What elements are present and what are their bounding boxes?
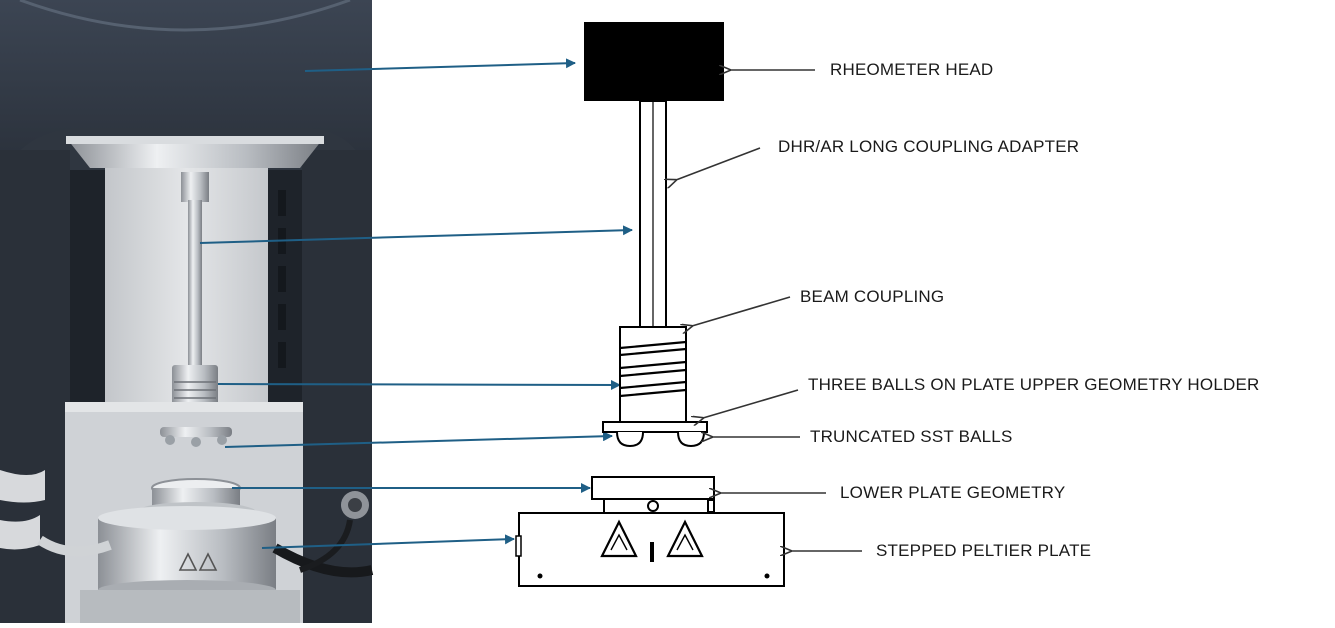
label-lower-plate: LOWER PLATE GEOMETRY bbox=[840, 483, 1066, 502]
label-beam-coupling: BEAM COUPLING bbox=[800, 287, 945, 306]
schematic-geometry-holder bbox=[602, 421, 708, 448]
photo-arrow-adapter bbox=[199, 225, 633, 244]
schematic-peltier-plate bbox=[515, 512, 785, 587]
label-arrow-holder bbox=[703, 389, 799, 418]
schematic-rheometer-head bbox=[584, 22, 724, 101]
schematic-drawing bbox=[515, 22, 785, 587]
label-three-balls-holder: THREE BALLS ON PLATE UPPER GEOMETRY HOLD… bbox=[808, 375, 1260, 394]
photo-arrow-head bbox=[304, 58, 576, 72]
photo-arrow-balls bbox=[224, 431, 613, 448]
label-peltier-plate: STEPPED PELTIER PLATE bbox=[876, 541, 1092, 560]
label-arrow-beam bbox=[692, 296, 791, 326]
schematic-lower-plate bbox=[591, 476, 715, 514]
label-coupling-adapter: DHR/AR LONG COUPLING ADAPTER bbox=[778, 137, 1080, 156]
label-arrows bbox=[676, 70, 862, 551]
photo-arrows bbox=[199, 58, 633, 549]
schematic-beam-coupling bbox=[619, 326, 687, 423]
label-arrow-adapter bbox=[676, 147, 761, 180]
rheometer-photo bbox=[0, 0, 374, 623]
photo-arrow-peltier bbox=[261, 534, 515, 549]
photo-arrow-beam bbox=[217, 379, 621, 390]
label-rheometer-head: RHEOMETER HEAD bbox=[830, 60, 994, 79]
label-truncated-balls: TRUNCATED SST BALLS bbox=[810, 427, 1013, 446]
